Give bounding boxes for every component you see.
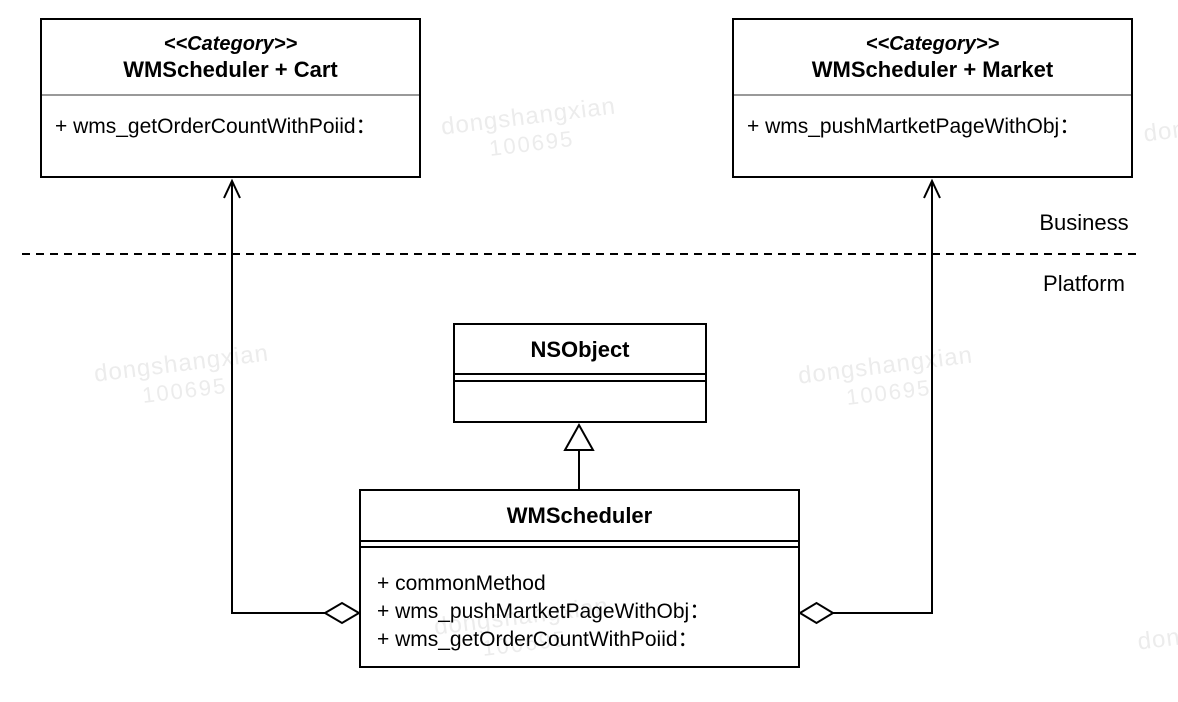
watermark: dongshangxian [1135, 99, 1178, 150]
class-title-compartment: NSObject [455, 325, 705, 375]
connector-scheduler-to-cart [232, 182, 325, 613]
class-method: + wms_getOrderCountWithPoiid： [55, 115, 377, 138]
watermark-name: dongshangxian [1136, 607, 1178, 656]
open-arrowhead-icon [924, 181, 940, 198]
class-name: WMScheduler + Cart [123, 56, 338, 82]
class-name: WMScheduler [506, 503, 653, 528]
class-methods-compartment: + wms_pushMartketPageWithObj： [734, 96, 1131, 140]
class-method: + wms_pushMartketPageWithObj： [747, 115, 1081, 138]
watermark: dongshangxian [1129, 607, 1178, 658]
watermark-name: dongshangxian [1142, 99, 1178, 148]
attributes-compartment-divider [361, 542, 798, 548]
open-arrowhead-icon [224, 181, 240, 198]
class-methods-compartment: + commonMethod + wms_pushMartketPageWith… [361, 548, 798, 654]
business-label: Business [1039, 210, 1129, 235]
class-name: NSObject [530, 336, 630, 362]
inheritance-triangle-icon [565, 425, 593, 450]
class-title-compartment: WMScheduler [361, 491, 798, 542]
aggregation-diamond-icon [325, 603, 359, 623]
class-box-nsobject: NSObject [453, 323, 707, 423]
class-method: + commonMethod [377, 572, 546, 595]
watermark: dongshangxian 100695 [85, 339, 280, 415]
class-box-wmscheduler-cart: <<Category>> WMScheduler + Cart + wms_ge… [40, 18, 421, 178]
class-box-wmscheduler: WMScheduler + commonMethod + wms_pushMar… [359, 489, 800, 668]
class-method: + wms_pushMartketPageWithObj： [377, 600, 711, 623]
platform-label: Platform [1043, 271, 1125, 296]
class-stereotype: <<Category>> [163, 32, 298, 55]
attributes-compartment-divider [455, 375, 705, 382]
class-name: WMScheduler + Market [811, 56, 1054, 82]
watermark: dongshangxian 100695 [432, 92, 627, 168]
class-stereotype: <<Category>> [865, 32, 1000, 55]
class-title-compartment: <<Category>> WMScheduler + Cart [42, 20, 419, 96]
class-methods-compartment: + wms_getOrderCountWithPoiid： [42, 96, 419, 140]
watermark: dongshangxian 100695 [789, 341, 984, 417]
class-title-compartment: <<Category>> WMScheduler + Market [734, 20, 1131, 96]
class-box-wmscheduler-market: <<Category>> WMScheduler + Market + wms_… [732, 18, 1133, 178]
class-method: + wms_getOrderCountWithPoiid： [377, 628, 699, 651]
aggregation-diamond-icon [800, 603, 833, 623]
